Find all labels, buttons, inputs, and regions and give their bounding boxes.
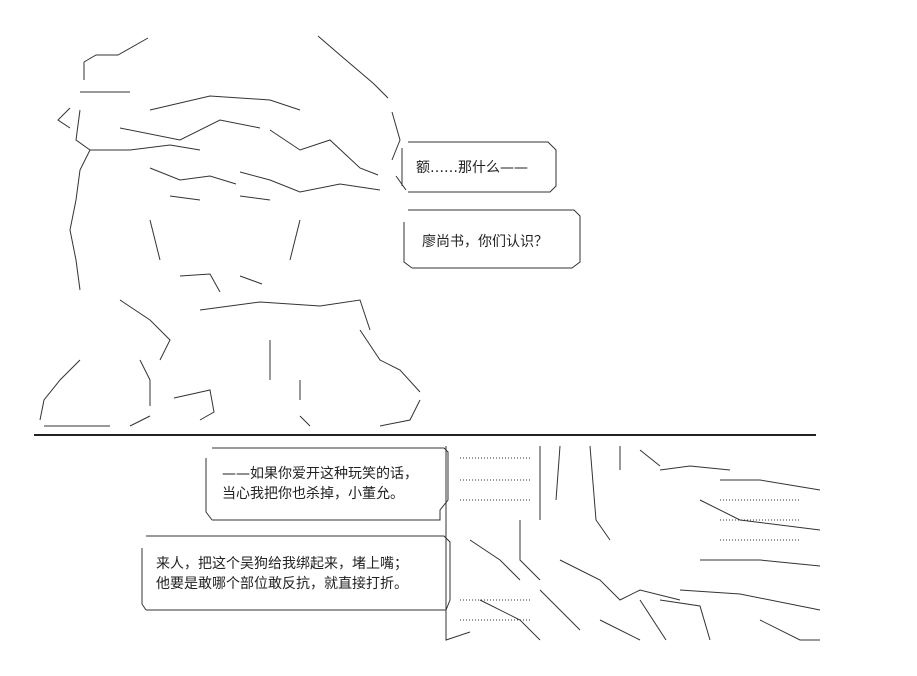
speech-bubble-top-2: 廖尚书，你们认识？ (422, 232, 548, 252)
speech-line: 他要是敢哪个部位敢反抗，就直接打折。 (156, 576, 408, 592)
speech-bubble-mid: ——如果你爱开这种玩笑的话， 当心我把你也杀掉，小董允。 (222, 464, 418, 504)
speech-bubble-top-1: 额……那什么—— (416, 158, 528, 178)
speech-line: ——如果你爱开这种玩笑的话， (222, 466, 418, 482)
panel-divider (34, 434, 816, 436)
speech-line: 额……那什么—— (416, 160, 528, 176)
speech-bubble-bottom: 来人，把这个吴狗给我绑起来，堵上嘴； 他要是敢哪个部位敢反抗，就直接打折。 (156, 554, 408, 594)
speech-line: 当心我把你也杀掉，小董允。 (222, 486, 404, 502)
speech-line: 来人，把这个吴狗给我绑起来，堵上嘴； (156, 556, 408, 572)
speech-line: 廖尚书，你们认识？ (422, 234, 548, 250)
